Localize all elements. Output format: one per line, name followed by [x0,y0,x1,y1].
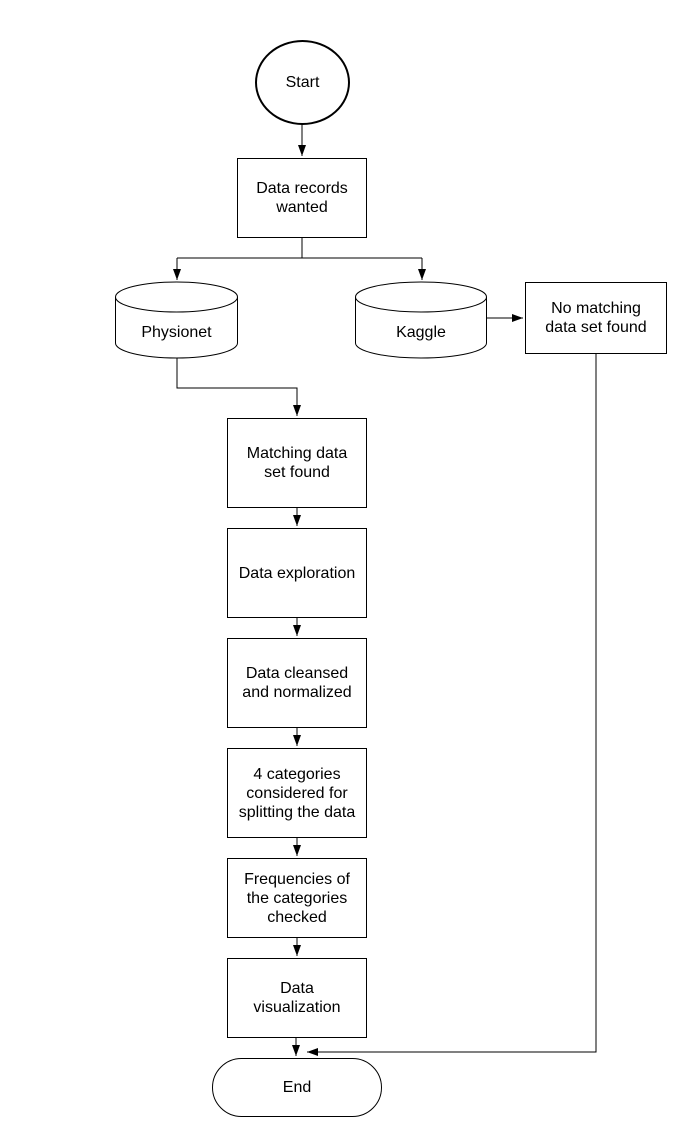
database-shape-kaggle [355,281,487,359]
process-box-matching-data-set-found: Matching data set found [227,418,367,508]
node-label-line: checked [267,908,327,926]
node-label-line: 4 categories [253,765,341,783]
start-node: Start [255,40,350,125]
end-label: End [282,1079,312,1096]
process-box-frequencies-checked: Frequencies of the categories checked [227,858,367,938]
process-box-data-exploration: Data exploration [227,528,367,618]
node-label-line: Frequencies of [244,870,350,888]
node-label-line: data set found [545,319,647,336]
edge-no-matching-to-end [307,354,597,1056]
node-label-line: Data records [256,180,348,197]
node-label-line: wanted [276,199,328,216]
node-label-line: Data cleansed [245,665,349,682]
process-box-no-matching-data-set-found: No matching data set found [525,282,667,354]
edge-physionet-to-matching [176,358,301,416]
node-label-line: No matching [551,300,641,317]
node-label-line: and normalized [242,684,352,701]
node-label-line: Data exploration [238,564,356,582]
node-label-line: Matching data [246,445,348,462]
process-box-data-cleansed-normalized: Data cleansed and normalized [227,638,367,728]
node-label-line: visualization [253,999,341,1016]
end-node: End [212,1058,382,1117]
process-box-data-visualization: Data visualization [227,958,367,1038]
node-label-line: splitting the data [238,803,356,821]
database-shape-physionet [115,281,238,359]
database-label-physionet: Physionet [115,294,238,356]
node-label-line: the categories [246,889,348,907]
edge-data-records-branch [177,238,422,259]
start-label: Start [285,74,320,91]
node-label-line: considered for [246,784,348,802]
node-label-line: Kaggle [396,323,446,341]
database-label-kaggle: Kaggle [355,294,487,356]
process-box-data-records-wanted: Data records wanted [237,158,367,238]
node-label-line: set found [264,464,330,481]
process-box-4-categories-splitting: 4 categories considered for splitting th… [227,748,367,838]
node-label-line: Data [280,980,314,997]
node-label-line: Physionet [141,323,212,341]
